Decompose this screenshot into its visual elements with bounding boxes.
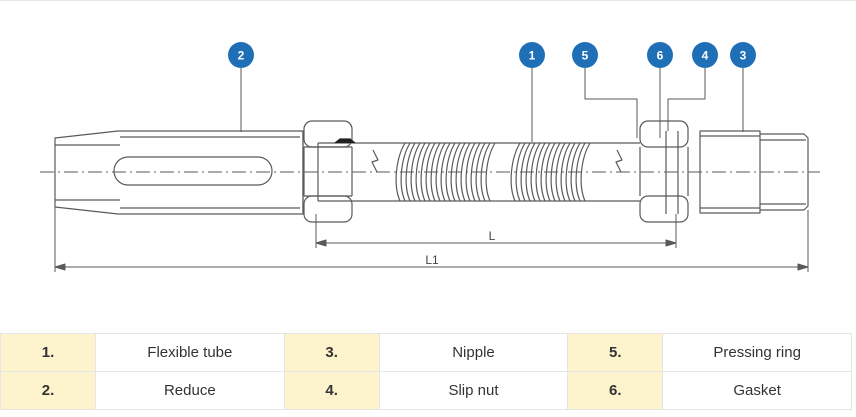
part-number: 2. (0, 371, 96, 410)
part-number: 1. (0, 333, 96, 372)
svg-text:2: 2 (238, 49, 245, 63)
part-number: 4. (283, 371, 380, 410)
part-name: Flexible tube (95, 333, 285, 372)
dimension-label-l1: L1 (425, 253, 439, 267)
svg-text:3: 3 (740, 49, 747, 63)
svg-text:5: 5 (582, 49, 589, 63)
table-row: 2. Reduce 4. Slip nut 6. Gasket (0, 371, 852, 410)
svg-text:1: 1 (529, 49, 536, 63)
part-name: Reduce (95, 371, 285, 410)
top-divider (0, 0, 856, 1)
callout-badge-5: 5 (572, 42, 598, 68)
svg-text:4: 4 (702, 49, 709, 63)
callout-badge-3: 3 (730, 42, 756, 68)
callout-badge-1: 1 (519, 42, 545, 68)
callout-badge-6: 6 (647, 42, 673, 68)
part-number: 6. (567, 371, 664, 410)
part-number: 3. (283, 333, 380, 372)
dimension-label-l: L (489, 229, 496, 243)
part-name: Slip nut (378, 371, 569, 410)
flexible-hose-assembly-drawing: L L1 2 1 5 6 4 3 (40, 42, 820, 272)
callout-badge-4: 4 (692, 42, 718, 68)
part-name: Pressing ring (662, 333, 852, 372)
part-name: Nipple (378, 333, 569, 372)
table-row: 1. Flexible tube 3. Nipple 5. Pressing r… (0, 333, 852, 372)
part-number: 5. (567, 333, 664, 372)
part-name: Gasket (662, 371, 852, 410)
callout-badge-2: 2 (228, 42, 254, 68)
flexible-tube-body (317, 138, 669, 202)
dimension-lines (54, 207, 809, 272)
parts-legend-table: 1. Flexible tube 3. Nipple 5. Pressing r… (0, 333, 852, 410)
svg-text:6: 6 (657, 49, 664, 63)
leader-lines (240, 68, 744, 142)
